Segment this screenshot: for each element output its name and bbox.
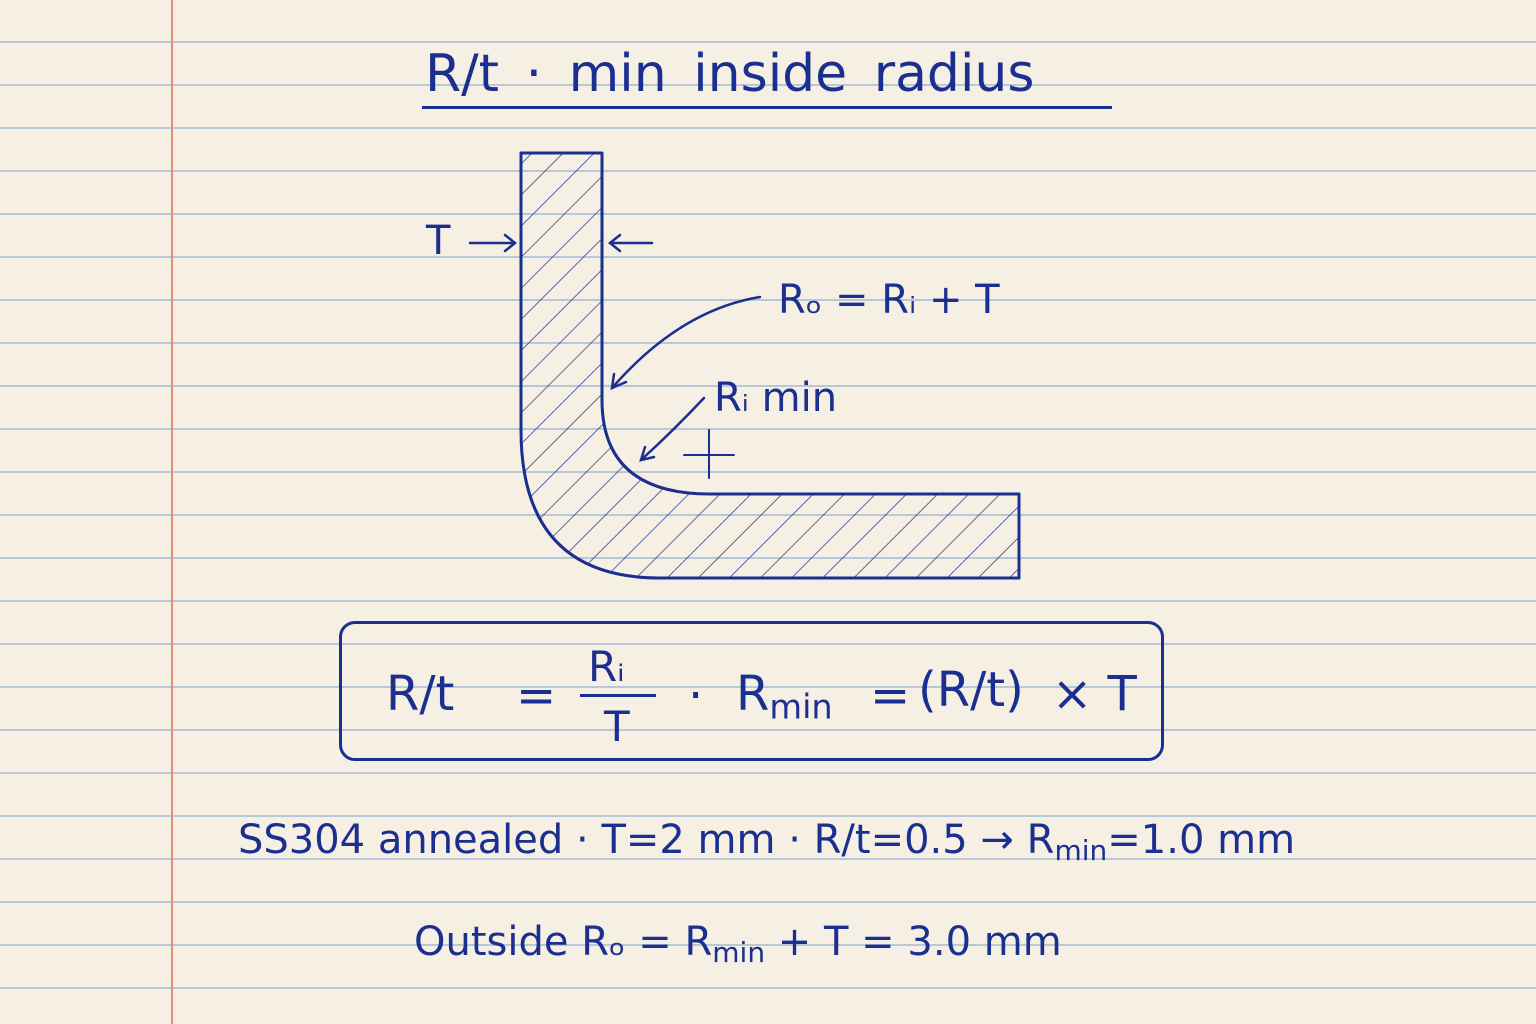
title-underline xyxy=(422,106,1112,109)
fraction-bar xyxy=(580,694,656,697)
formula-box xyxy=(339,621,1164,761)
outside-radius-line: Outside Rₒ = Rmin + T = 3.0 mm xyxy=(414,919,1062,967)
outside-radius-leader xyxy=(610,295,762,391)
inside-radius-min-label: Rᵢ min xyxy=(714,375,838,421)
page-title: R/t · min inside radius xyxy=(425,44,1035,104)
fraction-denominator: T xyxy=(604,702,630,751)
outside-line-b: + T = 3.0 mm xyxy=(765,919,1062,965)
outside-radius-label: Rₒ = Rᵢ + T xyxy=(778,277,1000,323)
example-line-sub: min xyxy=(1054,834,1108,867)
bent-sheet-section xyxy=(519,151,1021,580)
inside-radius-leader xyxy=(639,396,706,462)
margin-line xyxy=(171,0,173,1024)
formula-equals-2: = xyxy=(870,668,911,724)
rmin-subscript: min xyxy=(769,687,833,727)
formula-times-t: × T xyxy=(1052,666,1137,722)
bend-center-mark xyxy=(683,429,735,479)
formula-rt-paren: (R/t) xyxy=(918,662,1024,718)
outside-line-sub: min xyxy=(712,936,766,969)
example-line-a: SS304 annealed · T=2 mm · R/t=0.5 → R xyxy=(238,817,1055,863)
thickness-arrows xyxy=(468,233,654,253)
outside-line-a: Outside Rₒ = R xyxy=(414,919,713,965)
rmin-base: R xyxy=(736,666,770,722)
formula-separator: · xyxy=(688,668,704,724)
formula-rt: R/t xyxy=(386,666,455,722)
thickness-label: T xyxy=(426,218,451,264)
fraction-numerator: Rᵢ xyxy=(588,642,625,691)
example-line-b: =1.0 mm xyxy=(1107,817,1296,863)
formula-rmin: Rmin xyxy=(736,670,833,724)
example-line: SS304 annealed · T=2 mm · R/t=0.5 → Rmin… xyxy=(238,817,1296,865)
formula-equals-1: = xyxy=(516,668,557,724)
